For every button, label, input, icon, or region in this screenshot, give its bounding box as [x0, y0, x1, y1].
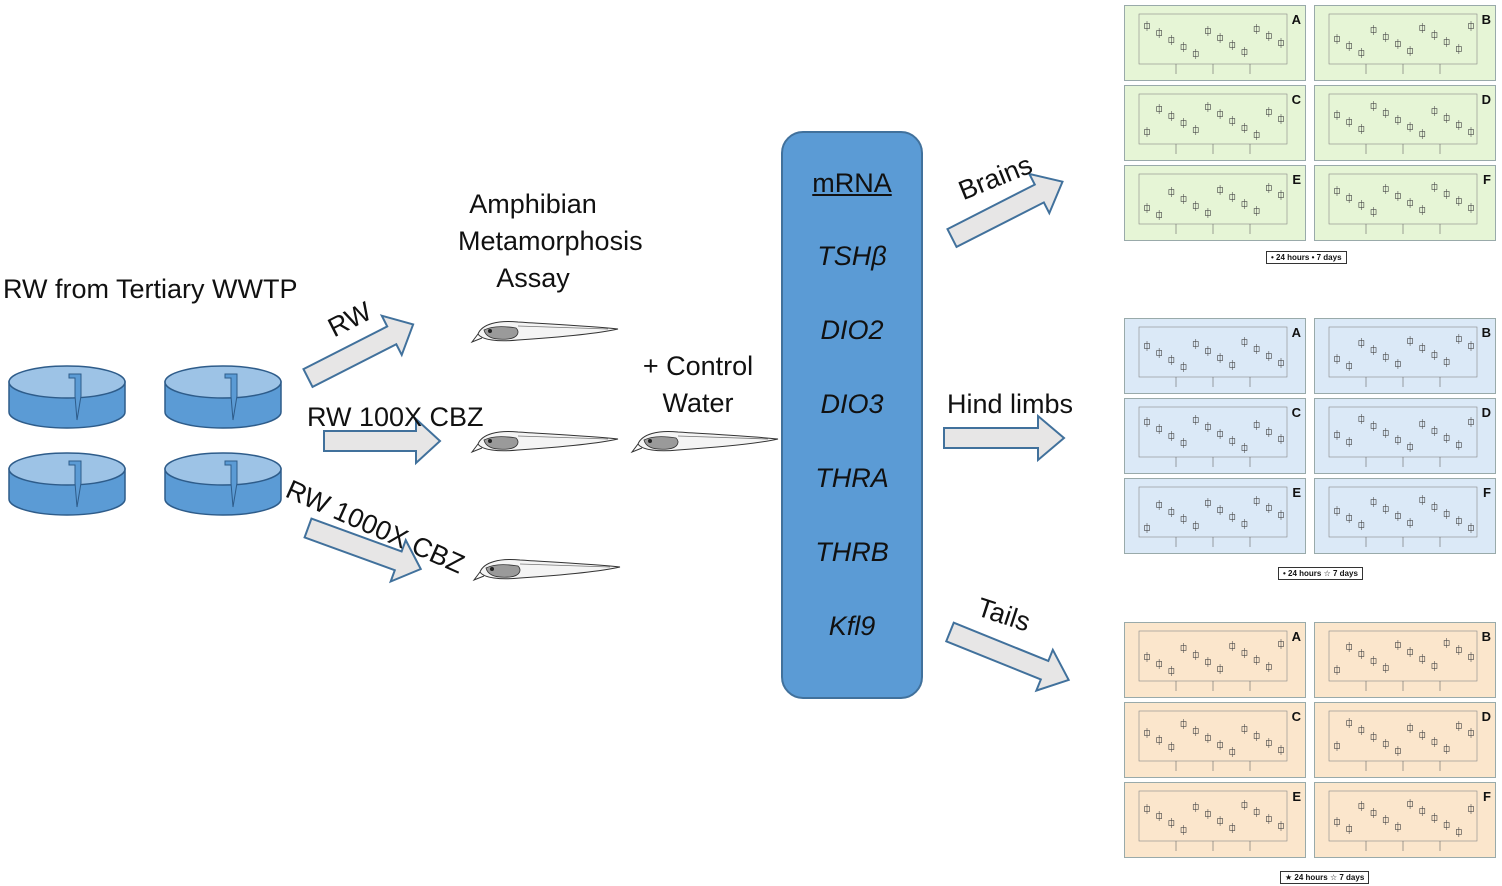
- panel-letter: D: [1481, 709, 1491, 724]
- panel-letter: E: [1292, 485, 1301, 500]
- gene-label: DIO2: [820, 315, 884, 345]
- mini-plot-icon: [1328, 790, 1478, 851]
- tadpole-icon: [471, 431, 619, 453]
- mini-plot-icon: [1328, 13, 1478, 74]
- mini-plot-icon: [1328, 486, 1478, 547]
- gene-label: THRB: [815, 537, 889, 567]
- arrow-icon: [944, 621, 1071, 693]
- arrow-icon: [943, 413, 1066, 463]
- treatment-label: RW 100X CBZ: [307, 402, 484, 432]
- panel-letter: E: [1292, 789, 1301, 804]
- gene-label: THRA: [815, 463, 889, 493]
- mini-plot-icon: [1328, 406, 1478, 467]
- mini-chart-panel: A: [1124, 622, 1306, 698]
- mini-chart-panel: A: [1124, 318, 1306, 394]
- control-water-label: + Control Water: [642, 351, 754, 418]
- arrow-icon: [946, 172, 1064, 249]
- panel-group: A B C D E F: [1120, 318, 1500, 560]
- panel-letter: C: [1291, 405, 1301, 420]
- mini-plot-icon: [1138, 326, 1288, 387]
- panel-legend: ★ 24 hours ☆ 7 days: [1280, 871, 1370, 884]
- mini-plot-icon: [1328, 173, 1478, 234]
- tissue-arrows: [943, 172, 1071, 693]
- gene-label: DIO3: [820, 389, 884, 419]
- mini-chart-panel: B: [1314, 5, 1496, 81]
- tissue-label: Hind limbs: [947, 389, 1074, 419]
- panel-letter: F: [1483, 789, 1491, 804]
- panel-letter: C: [1291, 709, 1301, 724]
- mini-plot-icon: [1328, 93, 1478, 154]
- tadpoles: [471, 321, 779, 581]
- mrna-header: mRNA: [812, 168, 892, 198]
- panel-letter: B: [1481, 325, 1491, 340]
- mini-chart-panel: B: [1314, 622, 1496, 698]
- mini-chart-panel: A: [1124, 5, 1306, 81]
- mini-chart-panel: D: [1314, 398, 1496, 474]
- mini-plot-icon: [1328, 630, 1478, 691]
- mini-plot-icon: [1138, 173, 1288, 234]
- arrow-icon: [323, 416, 442, 466]
- tadpole-icon: [473, 559, 621, 581]
- mrna-gene-box: mRNA TSHβ DIO2 DIO3 THRA THRB Kfl9: [781, 131, 923, 699]
- mini-chart-panel: B: [1314, 318, 1496, 394]
- panel-legend: • 24 hours ☆ 7 days: [1278, 567, 1363, 580]
- panel-letter: B: [1481, 12, 1491, 27]
- mini-plot-icon: [1138, 710, 1288, 771]
- panel-letter: E: [1292, 172, 1301, 187]
- panel-letter: A: [1291, 629, 1301, 644]
- panel-letter: F: [1483, 172, 1491, 187]
- mini-chart-panel: F: [1314, 782, 1496, 858]
- panel-letter: A: [1291, 325, 1301, 340]
- mini-plot-icon: [1138, 790, 1288, 851]
- mini-plot-icon: [1138, 93, 1288, 154]
- panel-legend: • 24 hours • 7 days: [1266, 251, 1347, 264]
- mini-chart-panel: C: [1124, 398, 1306, 474]
- panel-group: A B C D E F: [1120, 5, 1500, 247]
- tadpole-icon: [471, 321, 619, 343]
- panel-letter: D: [1481, 92, 1491, 107]
- arrow-icon: [302, 314, 415, 389]
- panel-group: A B C D E F: [1120, 622, 1500, 864]
- mini-chart-panel: E: [1124, 165, 1306, 241]
- source-label: RW from Tertiary WWTP: [3, 274, 298, 304]
- mini-chart-panel: E: [1124, 782, 1306, 858]
- panel-letter: D: [1481, 405, 1491, 420]
- mini-chart-panel: D: [1314, 85, 1496, 161]
- mini-chart-panel: C: [1124, 85, 1306, 161]
- gene-label: Kfl9: [828, 611, 876, 641]
- mini-chart-panel: E: [1124, 478, 1306, 554]
- mini-plot-icon: [1328, 710, 1478, 771]
- tadpole-icon: [631, 431, 779, 453]
- mini-chart-panel: F: [1314, 165, 1496, 241]
- mini-plot-icon: [1328, 326, 1478, 387]
- panel-letter: A: [1291, 12, 1301, 27]
- mini-plot-icon: [1138, 486, 1288, 547]
- mini-chart-panel: D: [1314, 702, 1496, 778]
- treatment-arrows: [302, 314, 442, 584]
- mini-plot-icon: [1138, 630, 1288, 691]
- mini-plot-icon: [1138, 406, 1288, 467]
- panel-letter: C: [1291, 92, 1301, 107]
- mini-plot-icon: [1138, 13, 1288, 74]
- mini-chart-panel: F: [1314, 478, 1496, 554]
- panel-letter: F: [1483, 485, 1491, 500]
- mini-chart-panel: C: [1124, 702, 1306, 778]
- gene-label: TSHβ: [817, 241, 887, 271]
- arrow-icon: [303, 517, 423, 584]
- panel-letter: B: [1481, 629, 1491, 644]
